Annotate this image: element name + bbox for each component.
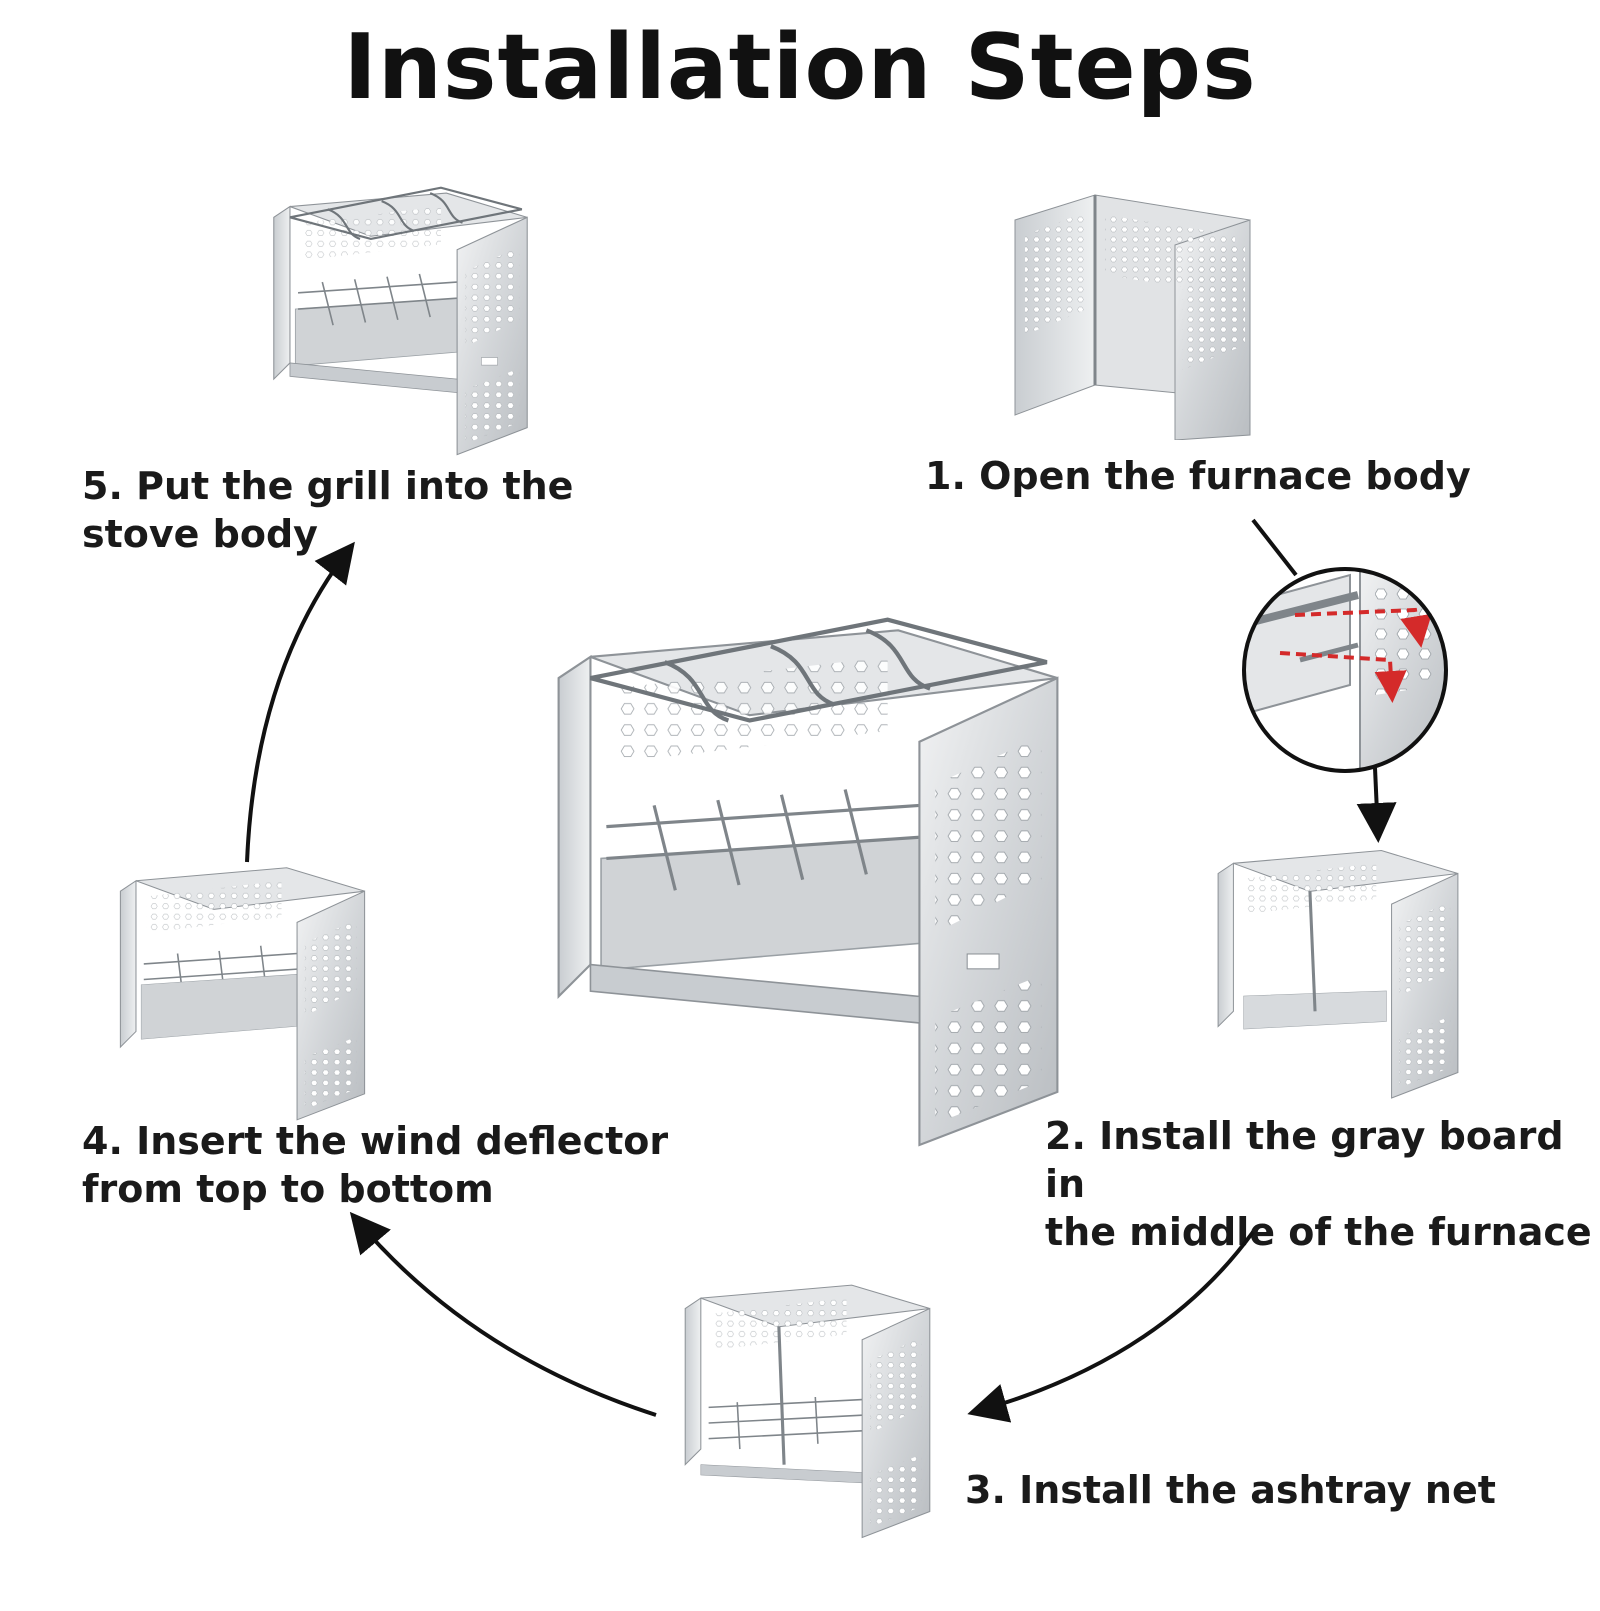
step-5-label-line2: stove body: [82, 512, 318, 556]
step-2-label: 2. Install the gray board in the middle …: [1045, 1112, 1600, 1256]
step-2-label-line2: the middle of the furnace: [1045, 1210, 1592, 1254]
flow-arrow-3-to-4: [349, 1211, 657, 1417]
step-4-label-line2: from top to bottom: [82, 1167, 494, 1211]
step-3-label: 3. Install the ashtray net: [965, 1466, 1496, 1514]
step-1-stove-image: [1014, 194, 1251, 440]
step-5-stove-image: [272, 186, 529, 456]
step-4-label: 4. Insert the wind deflector from top to…: [82, 1117, 668, 1213]
zoom-detail-icon: [1242, 567, 1448, 773]
step-2-label-line1: 2. Install the gray board in: [1045, 1114, 1564, 1206]
flow-arrow-4-to-5: [245, 541, 355, 863]
zoom-leader-line: [1251, 518, 1298, 577]
step-3-stove-image: [684, 1284, 931, 1539]
step-4-label-line1: 4. Insert the wind deflector: [82, 1119, 669, 1163]
step-3-label-line1: 3. Install the ashtray net: [965, 1468, 1496, 1512]
step-5-label: 5. Put the grill into the stove body: [82, 462, 573, 558]
step-2-stove-image: [1217, 850, 1459, 1099]
step-5-label-line1: 5. Put the grill into the: [82, 464, 574, 508]
step-4-stove-image: [119, 867, 366, 1121]
flow-arrow-1-to-2: [1356, 767, 1397, 843]
flow-arrow-2-to-3: [967, 1230, 1255, 1423]
main-stove-image: [548, 610, 1068, 1160]
step-1-label-line1: 1. Open the furnace body: [925, 454, 1471, 498]
page-title: Installation Steps: [343, 15, 1257, 120]
step-1-label: 1. Open the furnace body: [925, 452, 1471, 500]
